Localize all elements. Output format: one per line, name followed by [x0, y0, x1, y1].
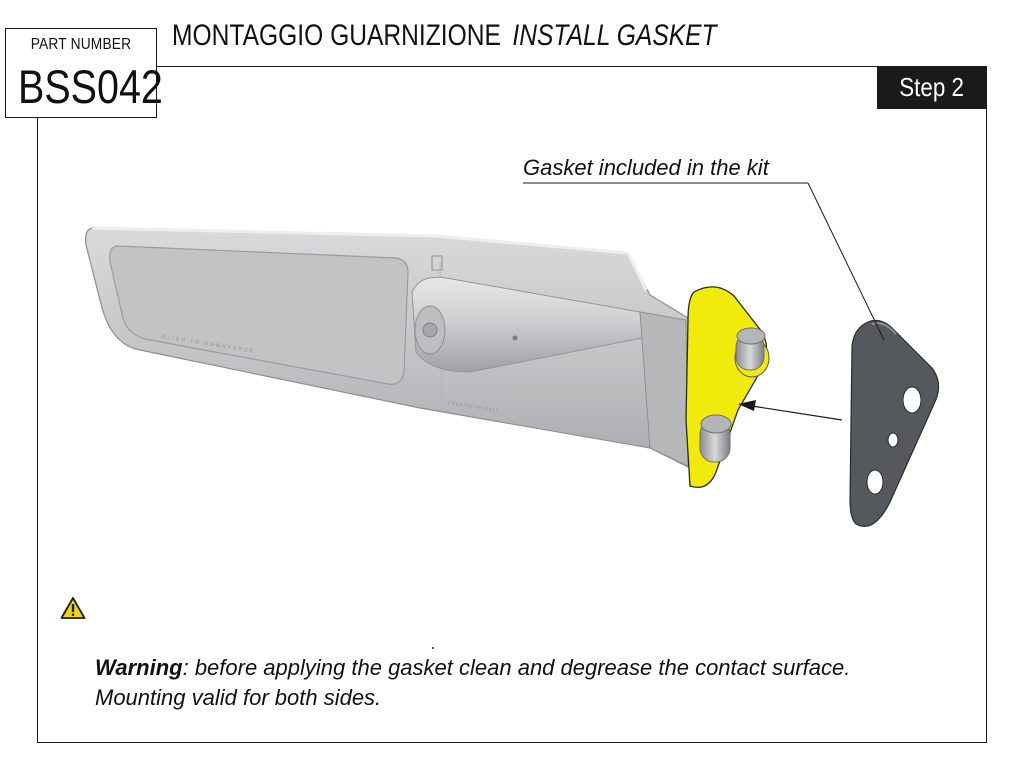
part-number-label: PART NUMBER: [30, 36, 132, 53]
content-frame: [37, 66, 987, 743]
warning-line-1: Warning: before applying the gasket clea…: [95, 653, 850, 683]
page-title: MONTAGGIO GUARNIZIONE INSTALL GASKET: [172, 19, 717, 53]
warning-text: : before applying the gasket clean and d…: [182, 655, 851, 680]
gasket-part: [849, 319, 940, 527]
step-badge: Step 2: [877, 66, 987, 109]
gasket-contact-surface: [685, 286, 770, 489]
warning-bold: Warning: [95, 655, 183, 680]
callout-leader: [523, 182, 885, 341]
install-arrow-icon: [738, 400, 843, 421]
warning-line-2: Mounting valid for both sides.: [95, 685, 382, 710]
warning-message: Warning: before applying the gasket clea…: [95, 653, 850, 713]
mirror-arm: ALIGN TO DOWNFORCE CREATED IN ITALY: [85, 226, 691, 469]
title-italian: MONTAGGIO GUARNIZIONE: [172, 19, 501, 52]
gasket-callout-label: Gasket included in the kit: [523, 155, 769, 180]
step-label: Step 2: [899, 72, 965, 102]
part-number-box: PART NUMBER BSS042: [5, 28, 163, 118]
warning-triangle-icon: [60, 597, 86, 619]
title-english: INSTALL GASKET: [512, 19, 717, 52]
stray-dot: [432, 647, 434, 649]
part-number-value: BSS042: [18, 60, 163, 113]
